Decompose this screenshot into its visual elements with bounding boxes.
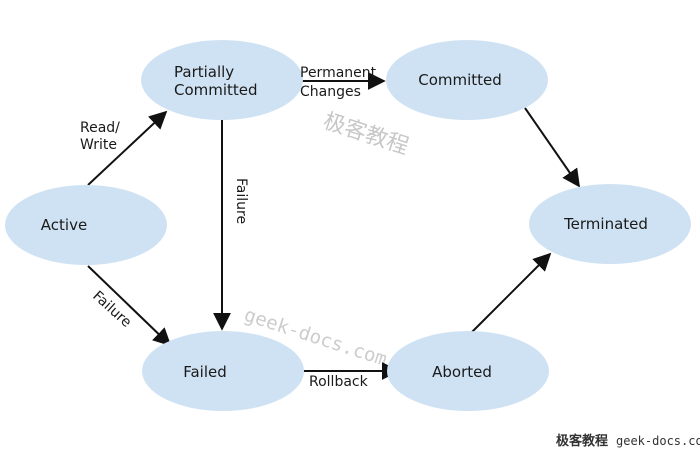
edge-label-failure-vertical: Failure — [233, 178, 249, 224]
node-committed — [386, 40, 548, 120]
edge-label-read-write-line2: Write — [80, 137, 117, 153]
edge-label-permanent-line2: Changes — [300, 84, 361, 100]
node-partially-committed-label-line2: Committed — [174, 81, 258, 99]
node-partially-committed — [141, 40, 303, 120]
edge-committed-to-terminated — [524, 107, 581, 188]
node-active — [5, 185, 167, 265]
footer-brand-chinese: 极客教程 — [556, 433, 608, 449]
node-terminated-label: Terminated — [563, 215, 648, 233]
edge-label-permanent-line1: Permanent — [300, 65, 377, 81]
edge-active-to-failed — [87, 265, 172, 347]
node-aborted-label: Aborted — [432, 363, 492, 381]
node-active-label: Active — [41, 216, 87, 234]
node-committed-label: Committed — [418, 71, 502, 89]
node-partially-committed-label-line1: Partially — [174, 63, 234, 81]
node-terminated — [529, 184, 691, 264]
node-failed — [142, 331, 304, 411]
edge-label-failure-diagonal: Failure — [89, 288, 134, 331]
watermark-chinese: 极客教程 — [320, 109, 411, 160]
node-aborted — [387, 331, 549, 411]
footer-url: geek-docs.com — [616, 434, 700, 448]
edge-label-rollback: Rollback — [309, 374, 369, 390]
edge-label-read-write-line1: Read/ — [80, 120, 120, 136]
node-failed-label: Failed — [183, 363, 227, 381]
edge-aborted-to-terminated — [471, 252, 552, 333]
edge-active-to-partially-committed — [87, 110, 168, 186]
